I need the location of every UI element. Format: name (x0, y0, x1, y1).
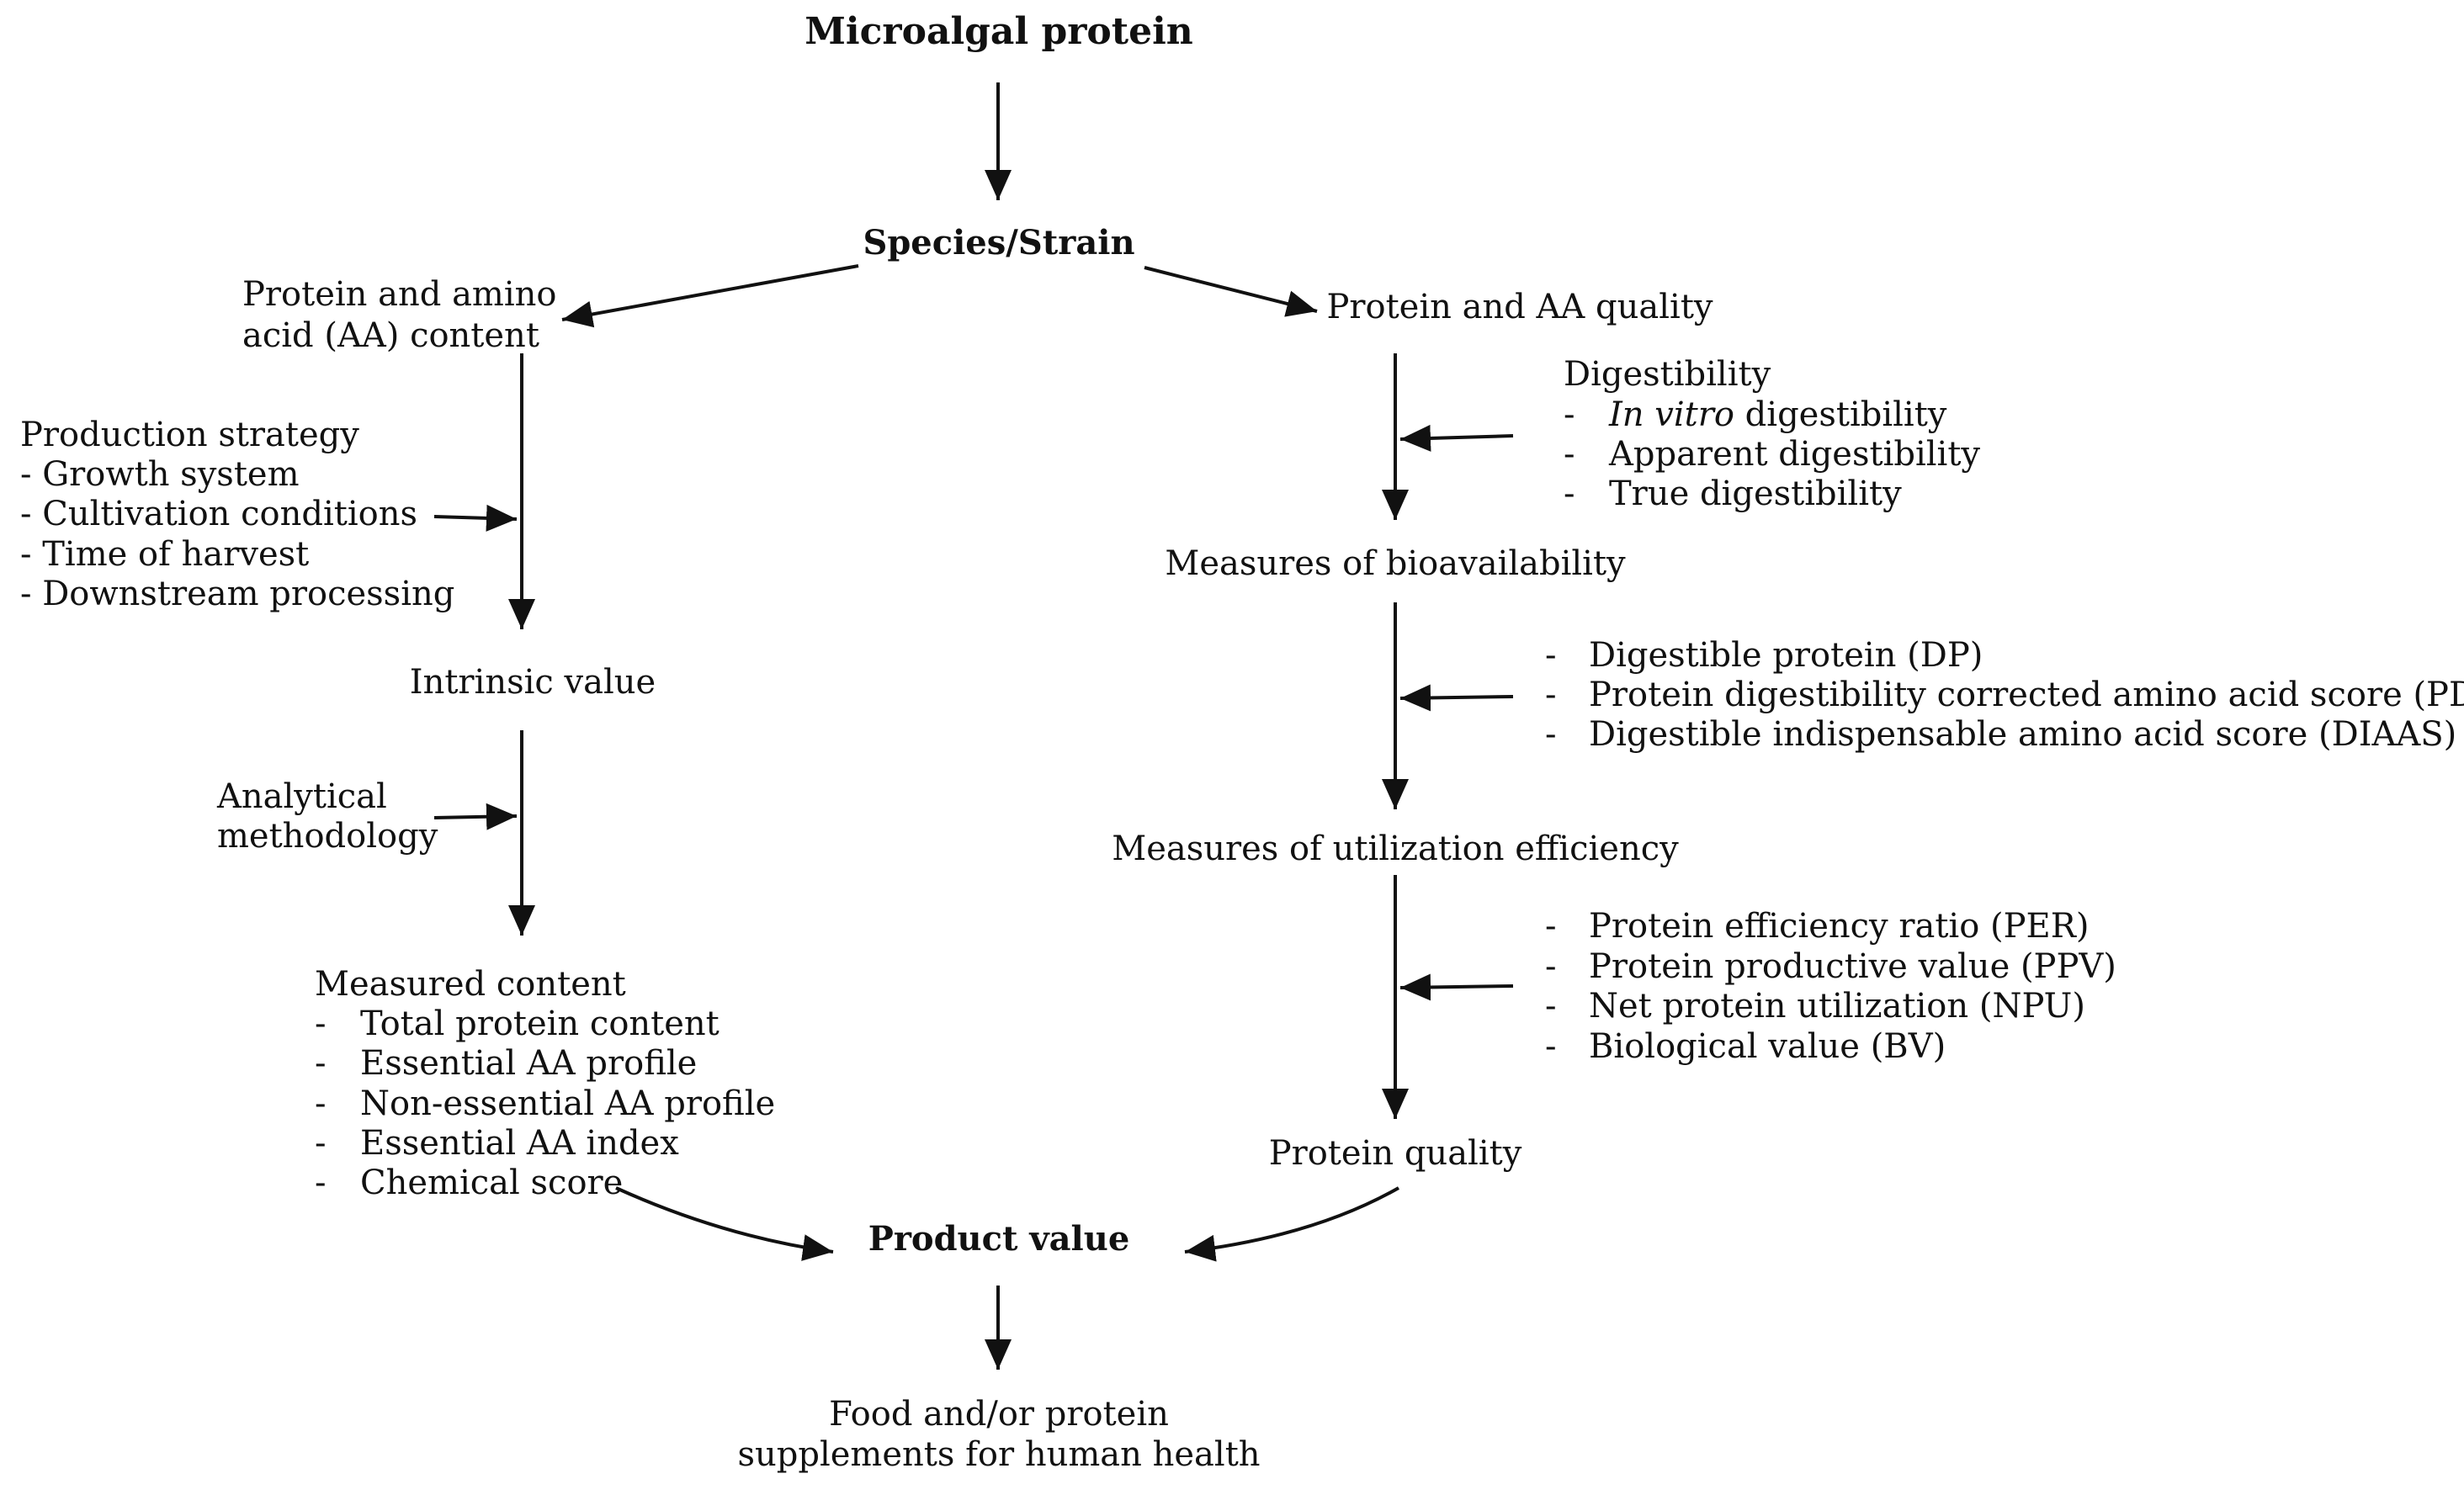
digestibility-item: True digestibility (1609, 474, 1902, 513)
arrow-to-content (561, 264, 859, 328)
arrow-digestibility-input (1399, 424, 1514, 452)
arrow-to-quality (1144, 266, 1318, 317)
arrow-production-input (433, 504, 518, 532)
analytical-line-1: Analytical (216, 777, 387, 816)
arrow-measured-to-product (615, 1186, 834, 1261)
bullet-dash: - (1545, 907, 1557, 946)
measured-item: Non-essential AA profile (360, 1084, 775, 1123)
bullet-dash: - (1545, 987, 1557, 1026)
measured-content-title: Measured content (315, 965, 626, 1004)
utilization-item: Protein productive value (PPV) (1589, 947, 2116, 986)
production-strategy-title: Production strategy (20, 416, 359, 454)
bioavailability-item: Digestible protein (DP) (1589, 636, 1983, 675)
node-bioavailability-list: - Digestible protein (DP) - Protein dige… (1545, 636, 2464, 754)
food-line-1: Food and/or protein (829, 1395, 1169, 1434)
arrow-quality-to-product (1184, 1186, 1399, 1262)
utilization-item: Protein efficiency ratio (PER) (1589, 907, 2089, 946)
node-measures-utilization: Measures of utilization efficiency (1112, 830, 1679, 868)
in-vitro-italic: In vitro (1608, 395, 1734, 434)
bioavailability-item: Digestible indispensable amino acid scor… (1589, 715, 2456, 754)
arrow-analytical-input (433, 803, 518, 830)
bullet-dash: - (1545, 1027, 1557, 1066)
measured-item: Total protein content (360, 1005, 720, 1043)
production-item: - Time of harvest (20, 535, 309, 574)
production-item: - Growth system (20, 455, 300, 494)
analytical-line-2: methodology (217, 817, 438, 856)
node-production-strategy: Production strategy - Growth system - Cu… (20, 416, 454, 613)
node-protein-aa-content: Protein and amino acid (AA) content (242, 275, 556, 355)
bullet-dash: - (315, 1044, 327, 1083)
bullet-dash: - (315, 1164, 327, 1202)
node-food-supplements: Food and/or protein supplements for huma… (737, 1395, 1260, 1474)
bullet-dash: - (1545, 715, 1557, 754)
arrow-utilization-input (1399, 973, 1514, 1001)
bullet-dash: - (315, 1084, 327, 1123)
digestibility-title: Digestibility (1564, 355, 1771, 394)
bullet-dash: - (1545, 676, 1557, 714)
node-utilization-list: - Protein efficiency ratio (PER) - Prote… (1545, 907, 2116, 1066)
node-protein-aa-quality: Protein and AA quality (1326, 288, 1713, 326)
node-analytical-methodology: Analytical methodology (216, 777, 438, 856)
bullet-dash: - (315, 1124, 327, 1163)
food-line-2: supplements for human health (737, 1435, 1260, 1474)
bullet-dash: - (1564, 395, 1575, 434)
node-intrinsic-value: Intrinsic value (410, 663, 656, 702)
measured-item: Essential AA index (360, 1124, 679, 1163)
node-product-value: Product value (868, 1219, 1130, 1259)
node-digestibility: Digestibility - In vitro digestibility -… (1564, 355, 1980, 513)
node-measured-content: Measured content - Total protein content… (315, 965, 775, 1202)
production-item: - Downstream processing (20, 575, 454, 613)
node-protein-quality: Protein quality (1269, 1134, 1522, 1173)
bullet-dash: - (315, 1005, 327, 1043)
utilization-item: Biological value (BV) (1589, 1027, 1946, 1066)
node-microalgal-protein: Microalgal protein (805, 10, 1193, 53)
production-item: - Cultivation conditions (20, 495, 417, 533)
content-line-1: Protein and amino (242, 275, 556, 314)
measured-item: Essential AA profile (360, 1044, 697, 1083)
bullet-dash: - (1545, 947, 1557, 986)
node-measures-bioavailability: Measures of bioavailability (1165, 544, 1626, 583)
bioavailability-item: Protein digestibility corrected amino ac… (1589, 676, 2464, 714)
bullet-dash: - (1564, 474, 1575, 513)
node-species-strain: Species/Strain (863, 223, 1134, 262)
digestibility-item-in-vitro: In vitro digestibility (1608, 395, 1947, 434)
digestibility-item: Apparent digestibility (1608, 435, 1980, 474)
content-line-2: acid (AA) content (242, 316, 539, 355)
measured-item: Chemical score (360, 1164, 623, 1202)
utilization-item: Net protein utilization (NPU) (1589, 987, 2085, 1026)
in-vitro-rest: digestibility (1734, 395, 1947, 434)
bullet-dash: - (1564, 435, 1575, 474)
bullet-dash: - (1545, 636, 1557, 675)
arrow-bioavailability-input (1399, 684, 1514, 712)
